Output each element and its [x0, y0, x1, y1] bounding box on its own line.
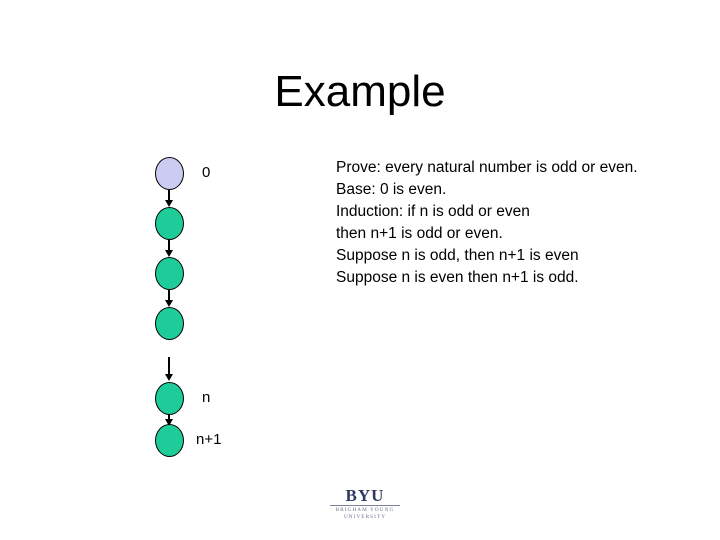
- chain-node-1[interactable]: [155, 207, 184, 240]
- chain-arrow-n-n1-icon: [165, 419, 173, 426]
- chain-edge-2-3: [168, 290, 170, 302]
- chain-node-2[interactable]: [155, 257, 184, 290]
- chain-node-0[interactable]: [155, 157, 184, 190]
- byu-logo-line2: UNIVERSITY: [343, 514, 387, 520]
- proof-line-base: Base: 0 is even.: [336, 181, 447, 198]
- chain-arrow-2-3-icon: [165, 300, 173, 307]
- chain-node-n[interactable]: [155, 382, 184, 415]
- byu-wordmark: BYU: [345, 486, 385, 505]
- chain-arrow-1-2-icon: [165, 250, 173, 257]
- byu-logo-rule: [330, 505, 400, 506]
- proof-line-induction: Induction: if n is odd or even: [336, 203, 530, 220]
- chain-arrow-ellipsis-n-icon: [165, 374, 173, 381]
- chain-edge-0-1: [168, 190, 170, 202]
- chain-node-0-label: 0: [202, 164, 211, 181]
- chain-edge-1-2: [168, 240, 170, 252]
- chain-arrow-0-1-icon: [165, 200, 173, 207]
- chain-node-n-plus-1-label: n+1: [196, 431, 222, 448]
- byu-logo: BYU BRIGHAM YOUNG UNIVERSITY: [326, 487, 404, 525]
- proof-line-prove: Prove: every natural number is odd or ev…: [336, 159, 638, 176]
- induction-chain-diagram: 0 n n+1: [150, 150, 280, 457]
- chain-node-n-plus-1[interactable]: [155, 424, 184, 457]
- chain-node-3[interactable]: [155, 307, 184, 340]
- chain-edge-ellipsis-n: [168, 357, 170, 375]
- proof-line-suppose-odd: Suppose n is odd, then n+1 is even: [336, 247, 579, 264]
- chain-node-n-label: n: [202, 389, 211, 406]
- byu-logo-line1: BRIGHAM YOUNG: [335, 507, 395, 513]
- proof-line-then: then n+1 is odd or even.: [336, 225, 503, 242]
- proof-line-suppose-even: Suppose n is even then n+1 is odd.: [336, 269, 579, 286]
- proof-text-block: Prove: every natural number is odd or ev…: [336, 157, 716, 289]
- page-title: Example: [274, 67, 446, 116]
